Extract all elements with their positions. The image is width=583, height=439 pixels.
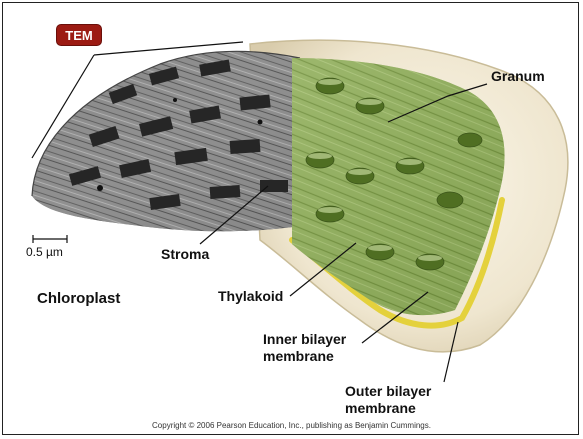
scale-bar-icon <box>31 234 69 244</box>
label-thylakoid: Thylakoid <box>218 288 283 305</box>
label-stroma: Stroma <box>161 246 209 263</box>
label-outer-membrane-line2: membrane <box>345 400 431 417</box>
tem-badge: TEM <box>56 24 102 46</box>
label-outer-membrane: Outer bilayer membrane <box>345 383 431 417</box>
label-inner-membrane: Inner bilayer membrane <box>263 331 346 365</box>
figure-title: Chloroplast <box>37 290 120 307</box>
copyright-notice: Copyright © 2006 Pearson Education, Inc.… <box>0 421 583 430</box>
label-inner-membrane-line1: Inner bilayer <box>263 331 346 348</box>
label-outer-membrane-line1: Outer bilayer <box>345 383 431 400</box>
label-granum: Granum <box>491 68 545 85</box>
label-inner-membrane-line2: membrane <box>263 348 346 365</box>
scale-bar-label: 0.5 µm <box>26 244 63 261</box>
tem-micrograph <box>20 40 310 240</box>
